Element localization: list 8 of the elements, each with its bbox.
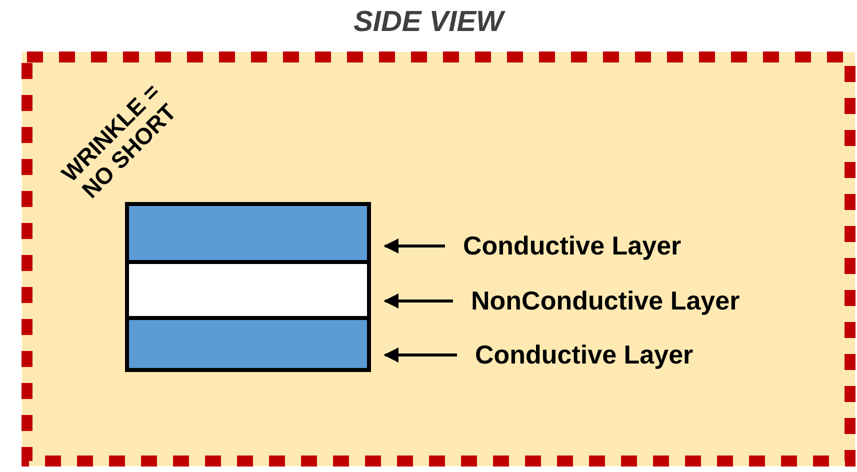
layer-label: Conductive Layer: [475, 340, 694, 370]
layer-label: Conductive Layer: [463, 230, 682, 262]
layer-label: NonConductive Layer: [471, 286, 740, 316]
arrow: [384, 348, 457, 362]
diagram-title: SIDE VIEW: [352, 6, 506, 39]
arrow: [384, 238, 445, 254]
arrow: [384, 294, 453, 308]
dashed-frame: [22, 52, 855, 466]
